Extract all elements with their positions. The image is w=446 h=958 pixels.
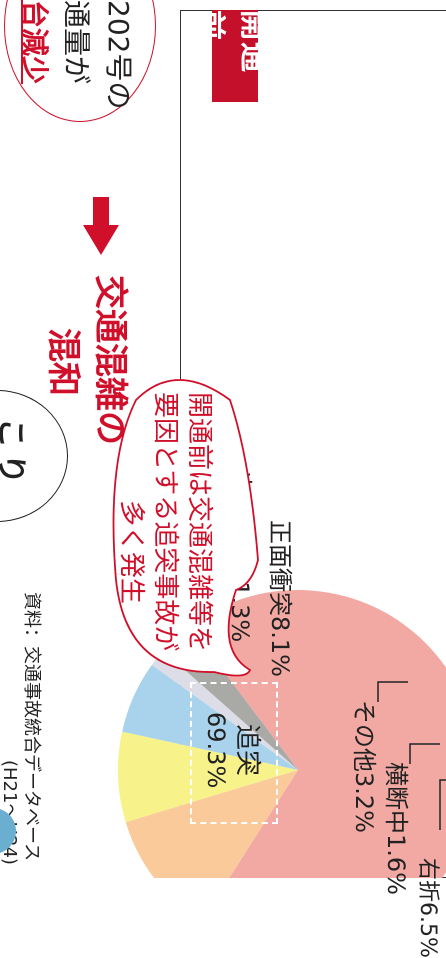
leader-right-turn	[439, 779, 446, 830]
callout-bubble	[112, 379, 259, 677]
pie-slice-crossing-walk	[151, 650, 298, 770]
arrow-icon	[83, 197, 119, 255]
callout-line3: 多く発生	[116, 500, 146, 605]
callout-line1: 開通前は交通混雑等を	[184, 392, 214, 653]
pie-slice-head-on	[118, 731, 298, 823]
accident-type-pie-chart	[118, 590, 446, 878]
leader-crossing-walk	[409, 743, 440, 764]
pie-slice-crossing	[125, 770, 298, 878]
pie-leader-lines	[377, 681, 446, 830]
pie-slice-rear-end	[189, 590, 446, 878]
pie-slice-right-turn	[122, 664, 298, 770]
callout-line2: 要因とする追突事故が	[150, 392, 180, 652]
leader-other	[377, 681, 408, 702]
